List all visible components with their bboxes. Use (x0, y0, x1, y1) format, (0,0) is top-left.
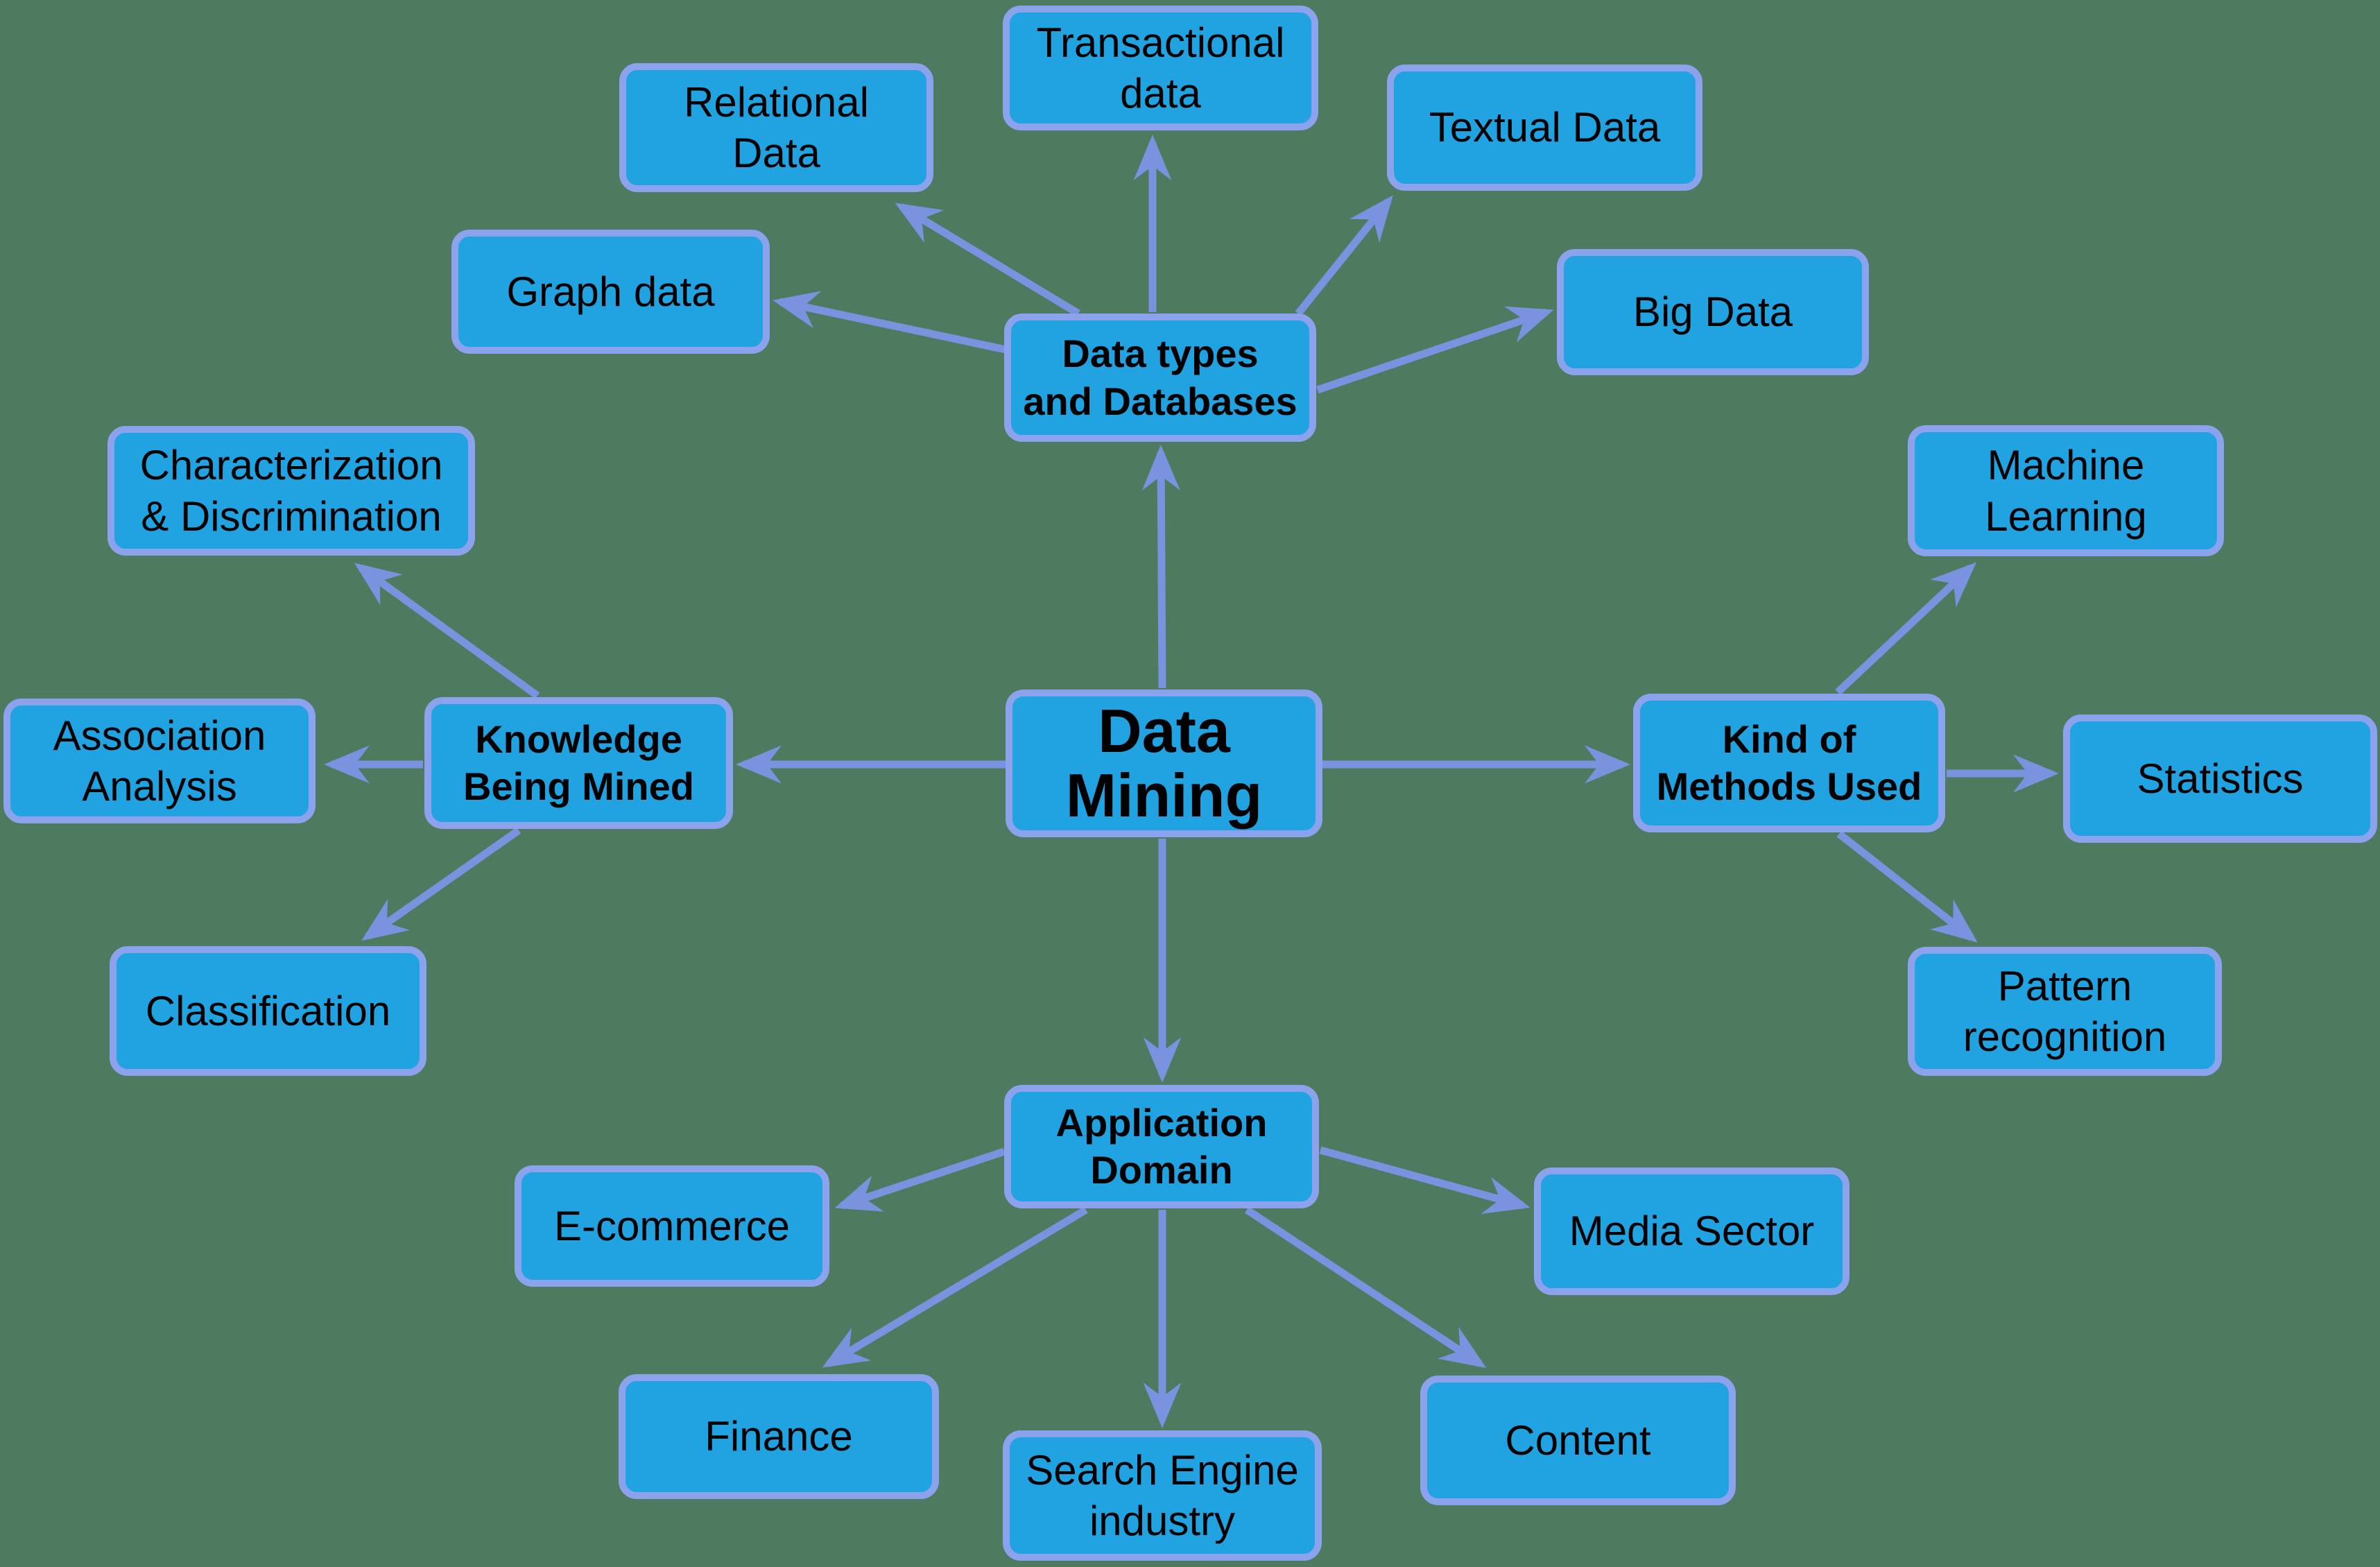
node-label-line: Data (1098, 696, 1230, 766)
node-graph-data: Graph data (451, 230, 770, 354)
node-label-line: E-commerce (553, 1202, 791, 1249)
node-relational-data: Relational Data (619, 63, 933, 192)
node-label-line: Machine (1987, 442, 2145, 489)
node-machine-learning: Machine Learning (1908, 425, 2224, 556)
node-media-sector: Media Sector (1534, 1167, 1849, 1295)
edge-knowledge-to-classification (361, 827, 521, 941)
node-big-data: Big Data (1557, 249, 1869, 375)
node-label-line: Data types (1062, 332, 1259, 376)
node-content: Content (1420, 1376, 1736, 1505)
node-label-line: Statistics (2137, 755, 2304, 802)
node-label-line: recognition (1963, 1013, 2167, 1060)
node-data-mining: Data Mining (1006, 690, 1322, 837)
node-label-line: Characterization (139, 442, 443, 489)
node-ecommerce: E-commerce (515, 1165, 829, 1287)
edge-center-to-data-types (1141, 445, 1180, 689)
node-label-line: Data (732, 130, 820, 176)
node-label-line: Application (1055, 1100, 1268, 1145)
node-label-line: industry (1089, 1498, 1236, 1544)
node-label-line: Media Sector (1569, 1208, 1815, 1255)
node-label-line: data (1120, 70, 1201, 117)
node-label-line: Textual Data (1429, 104, 1661, 151)
node-kind-of-methods-used: Kind of Methods Used (1633, 694, 1945, 832)
node-statistics: Statistics (2063, 714, 2377, 843)
node-application-domain: Application Domain (1004, 1085, 1319, 1208)
node-label-line: Knowledge (475, 717, 682, 761)
edge-application-to-content (1244, 1206, 1487, 1369)
node-label-line: and Databases (1023, 379, 1297, 423)
edge-knowledge-to-characterization (354, 563, 540, 699)
node-knowledge-being-mined: Knowledge Being Mined (424, 697, 733, 829)
node-label-line: & Discrimination (141, 493, 442, 540)
node-label-line: Big Data (1632, 289, 1793, 336)
node-classification: Classification (110, 946, 426, 1076)
node-label-line: Search Engine (1026, 1446, 1299, 1493)
node-label-line: Finance (705, 1413, 853, 1460)
node-label-line: Methods Used (1656, 764, 1922, 808)
node-data-types-and-databases: Data types and Databases (1004, 314, 1316, 442)
node-pattern-recognition: Pattern recognition (1908, 947, 2222, 1076)
node-label-line: Analysis (82, 763, 237, 810)
node-label-line: Being Mined (463, 764, 694, 808)
node-search-engine-industry: Search Engine industry (1003, 1430, 1322, 1561)
edge-application-to-media (1319, 1146, 1530, 1214)
node-association-analysis: Association Analysis (3, 699, 316, 823)
node-textual-data: Textual Data (1387, 65, 1702, 191)
edge-kind-methods-to-pattern (1836, 830, 1978, 943)
node-label-line: Classification (145, 987, 391, 1034)
node-label-line: Transactional (1036, 19, 1285, 66)
node-characterization-discrimination: Characterization & Discrimination (107, 426, 475, 556)
edge-data-types-to-big-data (1316, 306, 1554, 394)
edge-data-types-to-graph-data (773, 291, 1010, 354)
node-label-line: Domain (1090, 1148, 1233, 1192)
node-label-line: Relational (684, 78, 869, 126)
node-transactional-data: Transactional data (1003, 6, 1318, 130)
node-label-line: Association (53, 712, 266, 759)
edge-data-types-to-textual (1295, 195, 1393, 316)
node-label-line: Mining (1065, 760, 1263, 830)
edge-data-types-to-relational (895, 203, 1080, 317)
node-label-line: Pattern (1997, 962, 2132, 1009)
node-label-line: Content (1505, 1416, 1651, 1464)
node-finance: Finance (619, 1374, 939, 1499)
node-label-line: Kind of (1722, 717, 1856, 761)
node-label-line: Learning (1985, 493, 2147, 540)
edge-application-to-finance (822, 1206, 1088, 1368)
node-label-line: Graph data (506, 268, 715, 315)
edge-kind-methods-to-machine-learning (1835, 562, 1977, 696)
edge-application-to-ecommerce (834, 1147, 1006, 1212)
